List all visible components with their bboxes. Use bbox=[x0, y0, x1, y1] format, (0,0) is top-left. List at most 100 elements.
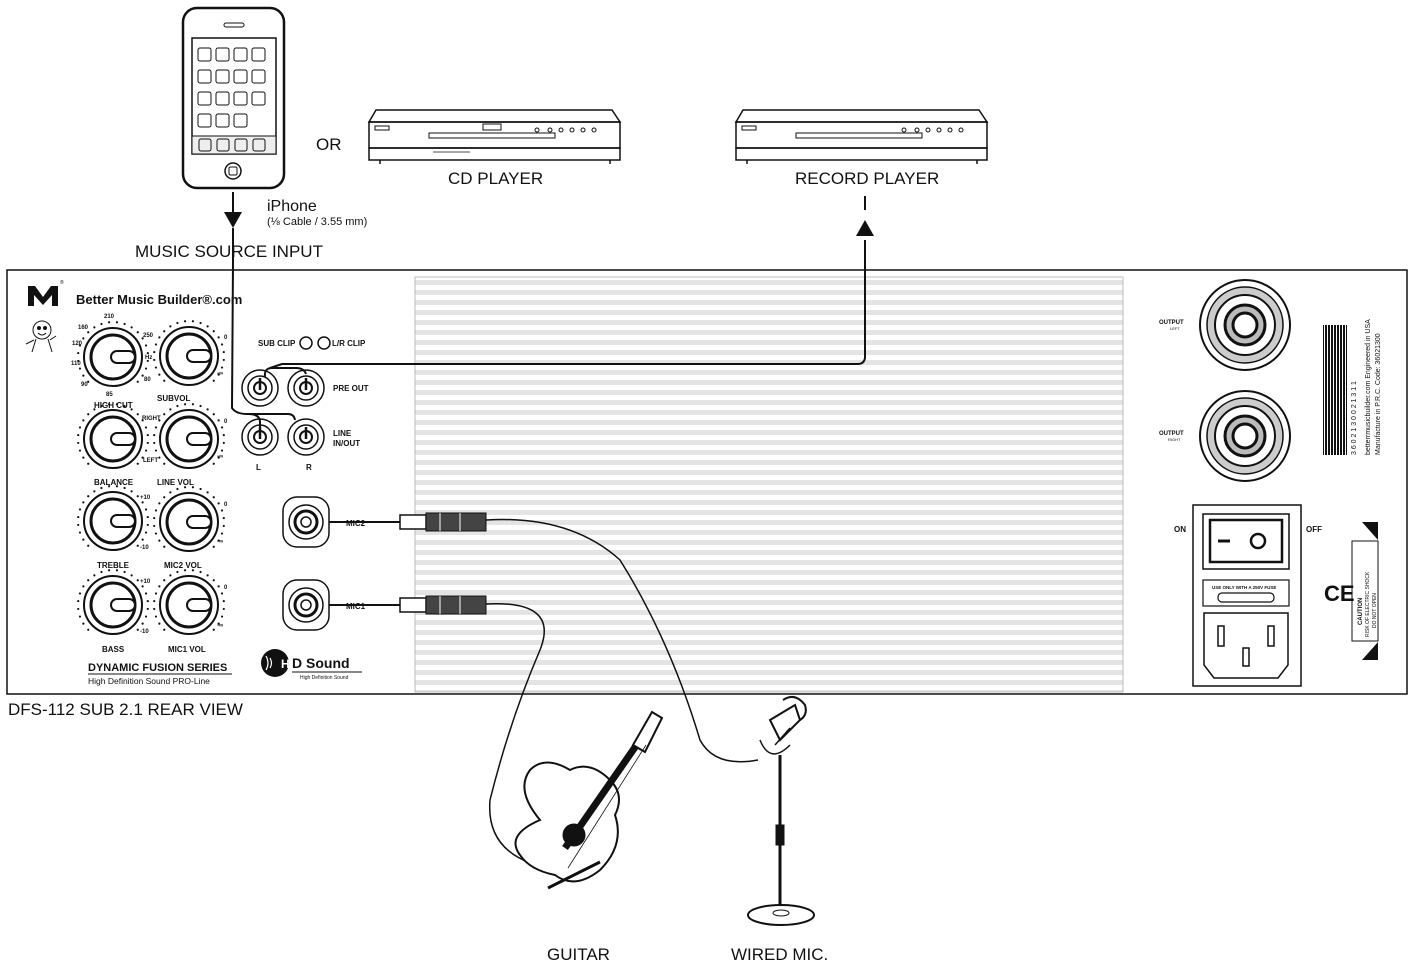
svg-text:+10: +10 bbox=[140, 495, 151, 501]
mic1-vol-knob[interactable] bbox=[153, 569, 225, 635]
iphone-cable-label: (⅛ Cable / 3.55 mm) bbox=[267, 216, 367, 228]
r-label: R bbox=[306, 463, 312, 472]
ce-mark: CE bbox=[1324, 581, 1355, 606]
svg-text:120: 120 bbox=[72, 341, 83, 347]
high-cut-knob[interactable] bbox=[77, 321, 149, 387]
knob-label-high-cut: HIGH CUT bbox=[94, 401, 133, 410]
knob-section bbox=[77, 320, 225, 635]
svg-text:®: ® bbox=[60, 279, 64, 286]
l-label: L bbox=[256, 463, 261, 472]
svg-text:80: 80 bbox=[144, 377, 151, 383]
iphone-icon bbox=[181, 6, 286, 190]
svg-text:-10: -10 bbox=[140, 545, 149, 551]
cd-player-label: CD PLAYER bbox=[448, 169, 543, 188]
risk-text: RISK OF ELECTRIC SHOCK bbox=[1365, 571, 1371, 637]
mascot-icon bbox=[25, 320, 57, 353]
svg-text:0: 0 bbox=[224, 419, 228, 425]
hd-sound-subtext: High Definition Sound bbox=[300, 675, 349, 681]
svg-text:-∞: -∞ bbox=[217, 539, 223, 545]
input-arrow bbox=[224, 192, 242, 228]
knob-label-mic1-vol: MIC1 VOL bbox=[168, 645, 206, 654]
output-left-label: OUTPUT bbox=[1159, 320, 1184, 326]
svg-text:110: 110 bbox=[71, 361, 81, 367]
mic2-jack[interactable] bbox=[282, 496, 330, 548]
barcode-number: 3 6 0 2 1 3 0 0 2 1 3 1 1 bbox=[1351, 381, 1358, 455]
svg-text:-∞: -∞ bbox=[217, 623, 223, 629]
line-right-jack[interactable] bbox=[287, 418, 325, 456]
caution-text: CAUTION bbox=[1358, 598, 1364, 625]
svg-text:-∞: -∞ bbox=[217, 454, 223, 460]
guitar-icon bbox=[514, 710, 664, 890]
line-label: LINE bbox=[333, 429, 352, 438]
cd-player-icon bbox=[367, 109, 622, 164]
svg-text:RIGHT: RIGHT bbox=[142, 416, 161, 422]
knob-label-balance: BALANCE bbox=[94, 478, 134, 487]
record-player-icon bbox=[734, 109, 989, 164]
series-subtitle: High Definition Sound PRO-Line bbox=[88, 676, 210, 686]
line-left-jack[interactable] bbox=[241, 418, 279, 456]
cables bbox=[230, 228, 866, 871]
rear-view-label: DFS-112 SUB 2.1 REAR VIEW bbox=[8, 700, 243, 719]
or-label: OR bbox=[316, 135, 342, 154]
svg-text:-10: -10 bbox=[140, 629, 149, 635]
line-vol-knob[interactable] bbox=[153, 403, 225, 469]
lr-clip-label: L/R CLIP bbox=[332, 339, 366, 348]
svg-text:0: 0 bbox=[224, 585, 228, 591]
hd-sound-text: D Sound bbox=[292, 655, 350, 671]
pre-out-left-jack[interactable] bbox=[241, 369, 279, 407]
svg-text:0: 0 bbox=[224, 502, 228, 508]
knob-label-bass: BASS bbox=[102, 645, 125, 654]
svg-text:+10: +10 bbox=[140, 579, 151, 585]
music-source-input-label: MUSIC SOURCE INPUT bbox=[135, 242, 323, 261]
bass-knob[interactable] bbox=[77, 569, 149, 635]
svg-text:85: 85 bbox=[106, 392, 113, 398]
on-label: ON bbox=[1174, 525, 1186, 534]
do-not-open-text: DO NOT OPEN bbox=[1372, 593, 1378, 628]
fuse-holder[interactable] bbox=[1202, 579, 1290, 607]
lr-clip-led bbox=[317, 336, 331, 350]
mic2-vol-knob[interactable] bbox=[153, 486, 225, 552]
svg-text:Hz: Hz bbox=[145, 355, 152, 361]
iphone-label: iPhone bbox=[267, 198, 317, 215]
barcode bbox=[1323, 325, 1347, 455]
svg-text:LEFT: LEFT bbox=[143, 458, 158, 464]
in-out-label: IN/OUT bbox=[333, 439, 360, 448]
power-switch[interactable] bbox=[1202, 513, 1290, 570]
output-right-label: OUTPUT bbox=[1159, 431, 1184, 437]
ac-inlet[interactable] bbox=[1203, 612, 1289, 679]
hd-sound-logo: H bbox=[261, 649, 290, 677]
treble-knob[interactable] bbox=[77, 485, 149, 551]
series-title: DYNAMIC FUSION SERIES bbox=[88, 662, 227, 674]
mic1-plug bbox=[329, 595, 487, 615]
pre-out-right-jack[interactable] bbox=[287, 369, 325, 407]
vertical-text-2: Manufacture in P.R.C. Code: 36021300 bbox=[1375, 333, 1382, 455]
rca-jacks bbox=[241, 369, 325, 456]
output-right-sublabel: RIGHT bbox=[1168, 437, 1181, 442]
vent-grille bbox=[414, 276, 1124, 693]
svg-text:-∞: -∞ bbox=[217, 371, 223, 377]
output-left-jack[interactable] bbox=[1199, 279, 1291, 371]
fuse-label: USE ONLY WITH A 250V FUSE bbox=[1212, 585, 1276, 590]
wired-mic-label: WIRED MIC. bbox=[731, 945, 828, 964]
brand-name: Better Music Builder®.com bbox=[76, 292, 242, 307]
svg-text:160: 160 bbox=[78, 325, 89, 331]
pre-out-label: PRE OUT bbox=[333, 384, 369, 393]
sub-clip-led bbox=[299, 336, 313, 350]
knob-label-treble: TREBLE bbox=[97, 561, 130, 570]
subvol-knob[interactable] bbox=[153, 320, 225, 386]
balance-knob[interactable] bbox=[77, 403, 149, 469]
output-right-jack[interactable] bbox=[1199, 390, 1291, 482]
svg-text:H: H bbox=[281, 657, 290, 671]
record-player-label: RECORD PLAYER bbox=[795, 169, 939, 188]
svg-text:250: 250 bbox=[143, 333, 154, 339]
off-label: OFF bbox=[1306, 525, 1322, 534]
mic2-plug bbox=[329, 512, 487, 532]
vertical-text-1: betterrmusicbuilder.com Engineered in US… bbox=[1365, 319, 1372, 455]
knob-label-mic2-vol: MIC2 VOL bbox=[164, 561, 202, 570]
svg-text:0: 0 bbox=[224, 335, 228, 341]
knob-scale-labels: 210 160 250 120 110 90 85 80 Hz 0 -∞ RIG… bbox=[71, 314, 228, 635]
mic2-label: MIC2 bbox=[346, 519, 366, 528]
knob-label-subvol: SUBVOL bbox=[157, 394, 190, 403]
brand-logo: ® bbox=[28, 279, 64, 306]
